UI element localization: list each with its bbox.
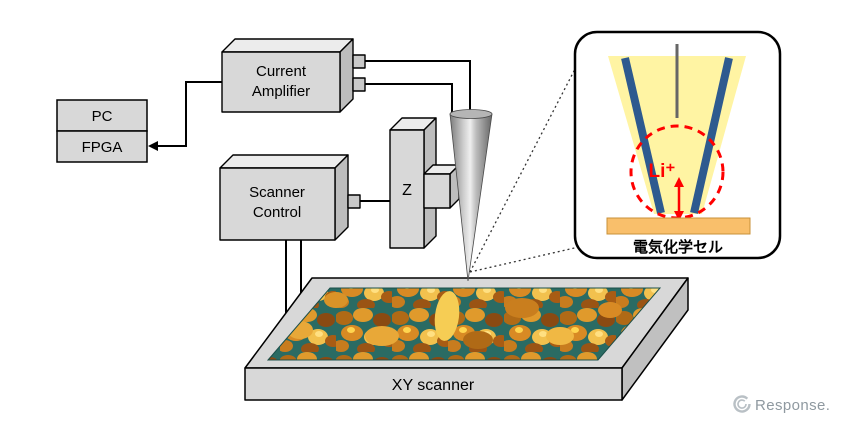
xy-scanner-label: XY scanner	[392, 377, 475, 394]
light-cone	[608, 56, 746, 214]
z-stage-tab-front-face	[423, 173, 451, 209]
scanner-control-label-line1: Scanner	[249, 184, 305, 201]
guide-line-lower	[469, 245, 584, 273]
probe-cone-top	[449, 109, 493, 119]
fpga-label: FPGA	[82, 139, 123, 156]
watermark-text: Response.	[755, 397, 830, 414]
sample-surface-texture	[268, 288, 660, 360]
watermark: Response.	[733, 395, 830, 414]
current-amplifier-top-face	[221, 38, 354, 53]
pipette-wall-left	[621, 57, 665, 214]
wire-amplifier-to-fpga	[158, 81, 222, 147]
swirl-logo-icon	[733, 395, 751, 413]
current-amplifier-side-face	[339, 38, 354, 113]
z-stage-label: Z	[402, 182, 412, 199]
pc-fpga-unit: PC FPGA	[56, 99, 148, 163]
magnification-guide-lines	[469, 41, 590, 273]
fpga-box	[56, 130, 148, 163]
current-amplifier-unit	[221, 38, 366, 113]
amplifier-connector-1	[352, 54, 366, 69]
platform-front-face	[244, 367, 623, 401]
pipette-wall-right	[690, 57, 733, 214]
electrode-bar	[606, 217, 751, 235]
current-amplifier-front-face	[221, 51, 341, 113]
ion-flux-arrow	[674, 177, 684, 221]
z-stage-front-face	[389, 129, 425, 249]
pc-label: PC	[92, 108, 113, 125]
inset-electrochemical-cell: Li⁺ 電気化学セル	[573, 30, 782, 260]
current-amplifier-label-line1: Current	[256, 63, 307, 80]
current-amplifier-label-line2: Amplifier	[252, 83, 310, 100]
z-stage-unit	[389, 117, 460, 249]
scanner-control-unit	[219, 154, 361, 241]
scanner-control-connector	[347, 194, 361, 209]
cell-label: 電気化学セル	[633, 238, 723, 256]
sample-surface-outline	[266, 287, 662, 361]
wire-amplifier-to-probe-2	[365, 83, 453, 114]
scanner-control-side-face	[334, 154, 349, 241]
arrowhead-to-fpga	[148, 141, 158, 151]
guide-line-upper	[469, 41, 590, 273]
scanner-control-top-face	[219, 154, 349, 169]
amplifier-connector-2	[352, 77, 366, 92]
wire-amplifier-to-probe-1	[365, 60, 471, 114]
scanner-control-front-face	[219, 167, 336, 241]
probe-tip	[449, 109, 493, 282]
ion-label: Li⁺	[649, 161, 676, 182]
scanner-control-label-line2: Control	[253, 204, 301, 221]
signal-wires	[158, 60, 471, 315]
